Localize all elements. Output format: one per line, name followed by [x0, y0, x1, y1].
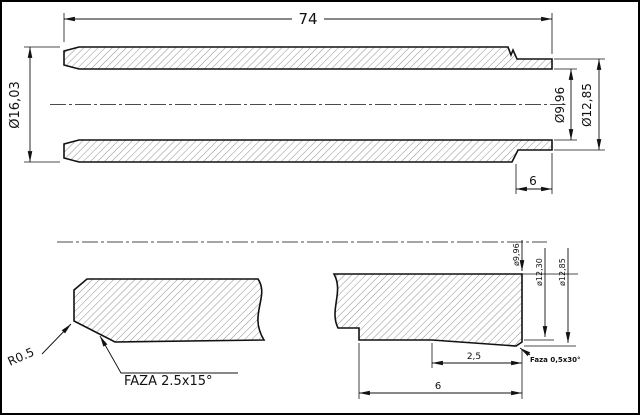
- outer-diameter-label: Ø16,03: [8, 81, 23, 128]
- bore-diameter-label: Ø9,96: [553, 87, 567, 123]
- detail-left-fragment: [73, 278, 266, 343]
- chamfer-length-label: 2,5: [467, 352, 481, 362]
- end-chamfer-label: Faza 0,5x30°: [530, 356, 581, 364]
- detail-right-fragment: [332, 273, 523, 347]
- step-length-label: 6: [529, 174, 537, 188]
- dim-chamfer-length: 2,5: [431, 343, 522, 368]
- dim-overall-length: 74: [63, 10, 553, 54]
- detail-right: ø9,96 ø12,30 ø12,85 2,5 6 Faza 0,5x30°: [332, 240, 581, 399]
- dim-recess-length: 6: [358, 343, 523, 399]
- dim-bore-diameter: Ø9,96: [553, 68, 577, 141]
- chamfer-note-label: FAZA 2.5x15°: [124, 374, 213, 389]
- radius-leader: [41, 323, 72, 355]
- dim-step-length: 6: [515, 153, 553, 194]
- outer-dia-label: ø12,85: [558, 258, 567, 286]
- end-chamfer-leader: [519, 347, 531, 357]
- part-lower-wall: [63, 139, 553, 163]
- bore-dia-label: ø9,96: [512, 243, 521, 266]
- recess-dia-label: ø12,30: [535, 258, 544, 286]
- radius-label: R0.5: [6, 345, 37, 369]
- chamfer-note-leader: [99, 335, 238, 374]
- part-upper-wall: [63, 46, 553, 70]
- dim-step-diameter: Ø12,85: [554, 58, 605, 151]
- detail-left: R0.5 FAZA 2.5x15°: [6, 278, 266, 389]
- overall-length-label: 74: [298, 10, 317, 28]
- dim-outer-diameter: Ø16,03: [8, 46, 60, 163]
- step-diameter-label: Ø12,85: [580, 83, 594, 127]
- recess-length-label: 6: [435, 381, 441, 392]
- main-section-view: [50, 46, 564, 163]
